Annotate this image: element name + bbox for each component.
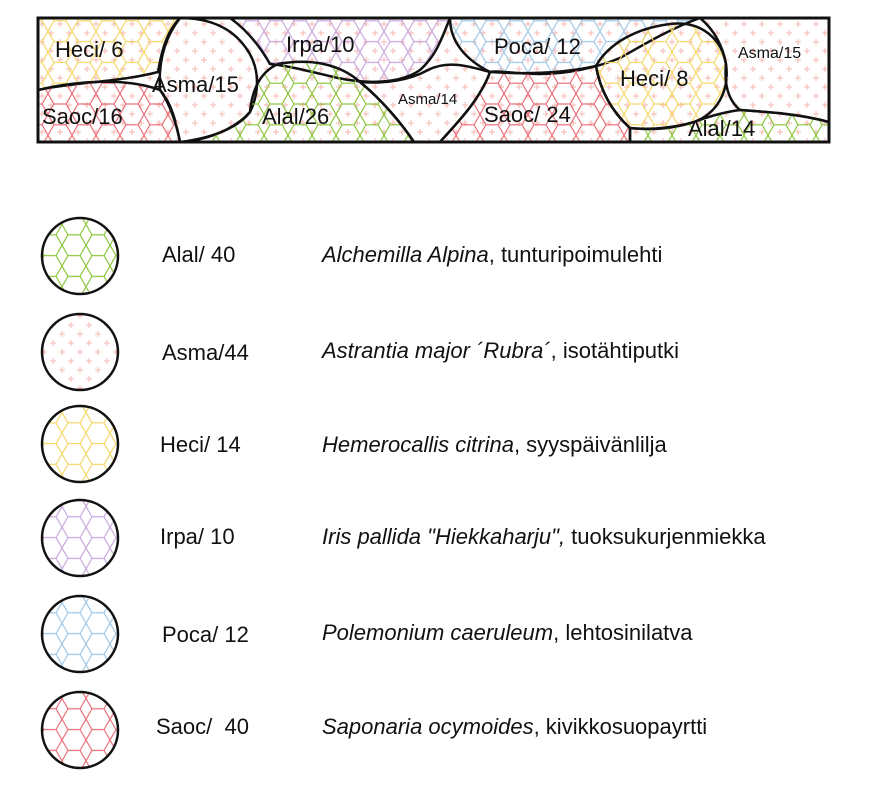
latin-name: Polemonium caeruleum [322,620,554,645]
planting-plan: Heci/ 6 Asma/15 Saoc/16 Irpa/10 Alal/26 … [36,16,831,144]
label-asma-14: Asma/14 [398,91,457,108]
saoc-swatch-icon [40,690,120,770]
common-name: , tunturipoimulehti [488,242,663,267]
legend-row-asma: Asma/44 Astrantia major ´Rubra´, isotäht… [0,310,878,392]
latin-name: Alchemilla Alpina [322,242,489,267]
legend-code: Irpa/ 10 [160,524,235,549]
common-name: , syyspäivänlilja [513,432,667,457]
label-alal-26: Alal/26 [262,104,329,129]
common-name: , isotähtiputki [550,338,680,363]
plan-border [36,16,831,144]
bed-heci-8 [594,22,728,131]
legend-code: Saoc/ 40 [156,714,249,739]
bed-alal-14 [628,108,829,142]
label-heci-6: Heci/ 6 [55,37,123,62]
latin-name: Saponaria ocymoides [322,714,534,739]
legend-row-heci: Heci/ 14 Hemerocallis citrina, syyspäivä… [0,402,878,484]
legend-code: Poca/ 12 [162,622,249,647]
label-irpa-10: Irpa/10 [286,32,355,57]
common-name: , kivikkosuopayrtti [533,714,708,739]
legend-code: Heci/ 14 [160,432,241,457]
common-name: , lehtosinilatva [553,620,693,645]
asma-swatch-icon [40,312,120,392]
label-saoc-16: Saoc/16 [42,104,123,129]
latin-name: Astrantia major ´Rubra´ [322,338,551,363]
poca-swatch-icon [40,594,120,674]
label-alal-14: Alal/14 [688,116,755,141]
legend-row-irpa: Irpa/ 10 Iris pallida "Hiekkaharju", tuo… [0,496,878,578]
heci-swatch-icon [40,404,120,484]
latin-name: Hemerocallis citrina [322,432,514,457]
latin-name: Iris pallida "Hiekkaharju", [322,524,566,549]
legend-code: Asma/44 [162,340,249,365]
legend-row-poca: Poca/ 12 Polemonium caeruleum, lehtosini… [0,592,878,674]
label-heci-8: Heci/ 8 [620,66,688,91]
legend-row-saoc: Saoc/ 40 Saponaria ocymoides, kivikkosuo… [0,688,878,770]
legend-description: Alchemilla Alpina, tunturipoimulehti [322,242,662,268]
legend-description: Polemonium caeruleum, lehtosinilatva [322,620,693,646]
legend-description: Astrantia major ´Rubra´, isotähtiputki [322,338,679,364]
label-saoc-24: Saoc/ 24 [484,102,571,127]
legend-description: Hemerocallis citrina, syyspäivänlilja [322,432,667,458]
legend-description: Iris pallida "Hiekkaharju", tuoksukurjen… [322,524,766,550]
legend-description: Saponaria ocymoides, kivikkosuopayrtti [322,714,707,740]
legend-row-alal: Alal/ 40 Alchemilla Alpina, tunturipoimu… [0,214,878,296]
common-name: tuoksukurjenmiekka [565,524,766,549]
legend-code: Alal/ 40 [162,242,236,267]
label-asma-15-right: Asma/15 [738,45,801,62]
label-poca-12: Poca/ 12 [494,34,581,59]
irpa-swatch-icon [40,498,120,578]
label-asma-15-left: Asma/15 [152,72,239,97]
alal-swatch-icon [40,216,120,296]
